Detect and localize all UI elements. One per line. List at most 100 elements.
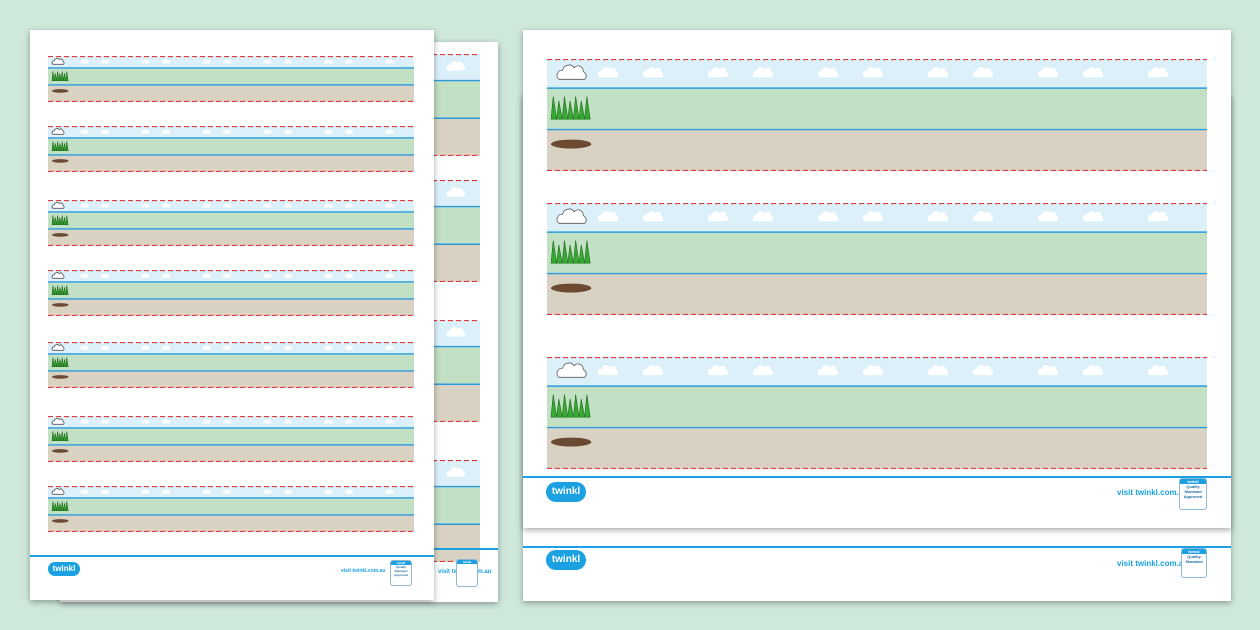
- quality-badge-icon: twinkl Quality Standard Approved: [1179, 478, 1207, 510]
- cloud-icon: [222, 203, 232, 208]
- cloud-icon: [222, 419, 232, 424]
- website-text[interactable]: visit twinkl.com.au: [341, 568, 386, 574]
- cloud-icon: [344, 203, 354, 208]
- cloud-icon: [161, 419, 171, 424]
- website-text[interactable]: visit twinkl.com.au: [1117, 488, 1189, 497]
- cloud-icon: [642, 365, 664, 376]
- cloud-icon: [263, 345, 272, 350]
- dirt-band: [48, 370, 414, 388]
- cloud-icon: [344, 59, 354, 64]
- cloud-icon: [344, 273, 354, 278]
- cloud-icon: [707, 211, 729, 222]
- cloud-icon: [263, 129, 272, 134]
- cloud-icon: [80, 419, 89, 424]
- cloud-icon: [161, 59, 171, 64]
- cloud-icon: [80, 273, 89, 278]
- cloud-icon: [161, 203, 171, 208]
- writing-strip: [547, 357, 1207, 469]
- cloud-icon: [324, 345, 333, 350]
- cloud-icon: [972, 211, 994, 222]
- badge-line: Standard: [1184, 489, 1202, 494]
- grass-band: [48, 137, 414, 155]
- badge-line: Standard: [394, 569, 408, 573]
- cloud-icon: [100, 489, 110, 494]
- writing-strip: [48, 200, 414, 246]
- cloud-icon: [344, 489, 354, 494]
- cloud-icon: [324, 273, 333, 278]
- cloud-icon: [385, 419, 394, 424]
- cloud-icon: [141, 203, 150, 208]
- grass-band: [48, 353, 414, 371]
- cloud-icon: [202, 489, 211, 494]
- twinkl-logo-icon: twinkl: [546, 482, 586, 502]
- dirt-icon: [52, 233, 69, 237]
- cloud-icon: [324, 203, 333, 208]
- cloud-icon: [141, 419, 150, 424]
- cloud-icon: [862, 67, 884, 78]
- cloud-icon: [100, 419, 110, 424]
- cloud-icon: [100, 59, 110, 64]
- cloud-icon: [263, 273, 272, 278]
- cloud-icon: [202, 345, 211, 350]
- cloud-icon: [283, 273, 293, 278]
- cloud-icon: [100, 203, 110, 208]
- cloud-icon: [707, 67, 729, 78]
- cloud-icon: [161, 489, 171, 494]
- grass-band: [48, 67, 414, 85]
- cloud-icon: [597, 211, 619, 222]
- grass-icon: [51, 357, 69, 368]
- badge-top-text: twinkl: [1182, 549, 1206, 554]
- cloud-icon: [141, 345, 150, 350]
- grass-icon: [51, 501, 69, 512]
- dirt-band: [48, 514, 414, 532]
- cloud-icon: [1147, 67, 1169, 78]
- cloud-icon: [972, 365, 994, 376]
- cloud-icon: [283, 59, 293, 64]
- front-landscape-sheet: twinkl visit twinkl.com.au twinkl Qualit…: [523, 30, 1231, 528]
- dirt-band: [547, 129, 1207, 171]
- cloud-icon: [222, 345, 232, 350]
- cloud-icon: [862, 211, 884, 222]
- grass-icon: [51, 431, 69, 442]
- cloud-icon: [344, 419, 354, 424]
- cloud-icon: [817, 211, 839, 222]
- writing-strip: [48, 486, 414, 532]
- cloud-icon: [263, 59, 272, 64]
- badge-top-text: twinkl: [457, 560, 477, 564]
- cloud-icon: [100, 273, 110, 278]
- writing-strip: [48, 416, 414, 462]
- cloud-icon: [385, 489, 394, 494]
- cloud-icon: [972, 67, 994, 78]
- quality-badge-icon: twinkl Quality Standard Approved: [390, 560, 412, 586]
- cloud-icon: [263, 419, 272, 424]
- grass-band: [48, 427, 414, 445]
- cloud-icon: [1082, 211, 1104, 222]
- grass-icon: [550, 240, 591, 264]
- dirt-icon: [551, 437, 592, 447]
- cloud-icon: [51, 272, 65, 279]
- cloud-icon: [752, 365, 774, 376]
- cloud-icon: [222, 273, 232, 278]
- website-text[interactable]: visit twinkl.com.au: [1117, 559, 1189, 568]
- grass-icon: [51, 141, 69, 152]
- cloud-icon: [324, 489, 333, 494]
- cloud-icon: [556, 208, 587, 224]
- cloud-icon: [597, 67, 619, 78]
- cloud-icon: [141, 59, 150, 64]
- cloud-icon: [161, 129, 171, 134]
- grass-band: [547, 88, 1207, 130]
- cloud-icon: [51, 58, 65, 65]
- cloud-icon: [446, 327, 466, 337]
- dirt-band: [48, 444, 414, 462]
- badge-top-text: twinkl: [1180, 479, 1206, 484]
- grass-band: [48, 211, 414, 229]
- cloud-icon: [141, 489, 150, 494]
- dirt-band: [48, 154, 414, 172]
- grass-icon: [51, 285, 69, 296]
- cloud-icon: [344, 129, 354, 134]
- cloud-icon: [597, 365, 619, 376]
- writing-strip: [48, 126, 414, 172]
- cloud-icon: [222, 59, 232, 64]
- badge-line: Quality: [1187, 554, 1201, 559]
- cloud-icon: [263, 203, 272, 208]
